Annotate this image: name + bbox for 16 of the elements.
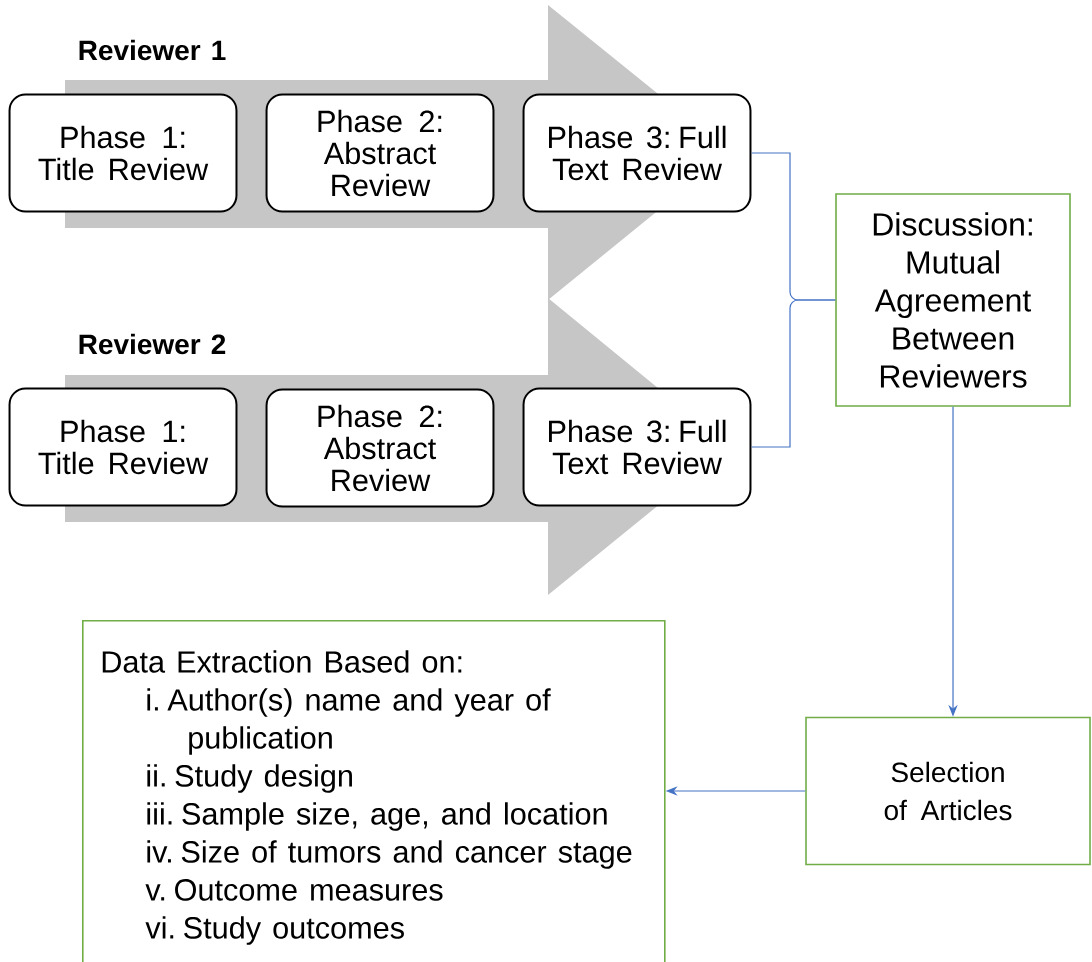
list-item: iii. Sample size, age, and location: [147, 802, 607, 831]
bracket-line: [750, 299, 836, 448]
decision-box: Discussion: Mutual Agreement Between Reviewers: [835, 193, 1071, 407]
process-box: Selection of Articles: [805, 716, 1091, 866]
process-box: Phase 2: Abstract Review: [265, 93, 495, 213]
list-heading: Data Extraction Based on:: [102, 650, 462, 673]
process-box: Phase 2: Abstract Review: [265, 388, 495, 508]
process-box: Phase 3: Full Text Review: [522, 387, 752, 507]
text-box: [82, 620, 666, 962]
process-box: Phase 1: Title Review: [8, 387, 238, 507]
list-item: vi. Study outcomes: [145, 916, 404, 945]
process-box: Phase 3: Full Text Review: [522, 93, 752, 213]
list-item: v. Outcome measures: [145, 879, 443, 901]
list-item: iv. Size of tumors and cancer stage: [147, 840, 632, 869]
list-item: ii. Study design: [147, 764, 352, 793]
process-box: Phase 1: Title Review: [8, 93, 238, 213]
